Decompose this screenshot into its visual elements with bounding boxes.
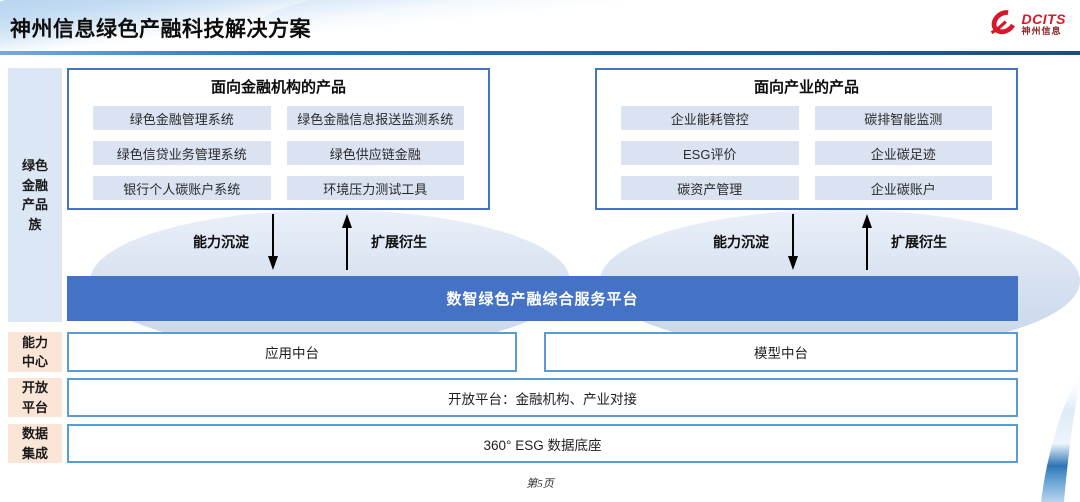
open-platform-box: 开放平台：金融机构、产业对接 [67,378,1018,417]
down-arrow-icon [268,214,278,270]
dcits-swoosh-icon [990,10,1015,35]
model-middle-platform-box: 模型中台 [544,332,1018,372]
up-arrow-icon [342,214,352,270]
product-grid: 企业能耗管控 碳排智能监测 ESG评价 企业碳足迹 碳资产管理 企业碳账户 [597,97,1016,200]
product-box-industry: 面向产业的产品 企业能耗管控 碳排智能监测 ESG评价 企业碳足迹 碳资产管理 … [595,68,1018,210]
product-item: 碳资产管理 [621,176,799,200]
product-item: 银行个人碳账户系统 [93,176,271,200]
product-item: 绿色金融信息报送监测系统 [286,106,464,130]
app-middle-platform-box: 应用中台 [67,332,517,372]
product-item: 绿色金融管理系统 [93,106,271,130]
product-box-financial: 面向金融机构的产品 绿色金融管理系统 绿色金融信息报送监测系统 绿色信贷业务管理… [67,68,490,210]
product-item: 绿色供应链金融 [286,141,464,165]
product-item: 企业碳账户 [814,176,992,200]
sidebar-label-capability-center: 能力 中心 [8,332,62,372]
down-arrow-icon [788,214,798,270]
product-item: 企业能耗管控 [621,106,799,130]
product-box-title: 面向金融机构的产品 [210,79,346,96]
sidebar-label-data-integration: 数据 集成 [8,424,62,463]
product-box-title: 面向产业的产品 [753,79,859,96]
product-item: 环境压力测试工具 [286,176,464,200]
arrow-group-left: 能力沉淀 扩展衍生 [165,212,455,272]
sidebar-label-product-family: 绿色 金融 产品 族 [8,68,62,322]
header-divider [0,51,1080,55]
page-title: 神州信息绿色产融科技解决方案 [10,18,311,41]
sidebar-label-open-platform: 开放 平台 [8,378,62,417]
arrow-label-expansion: 扩展衍生 [891,234,947,250]
arrow-label-capability: 能力沉淀 [193,234,249,250]
platform-bar: 数智绿色产融综合服务平台 [67,276,1018,321]
bottom-right-swoosh-decoration [1041,372,1080,502]
arrow-group-right: 能力沉淀 扩展衍生 [685,212,975,272]
page-number: 第5页 [526,478,554,490]
product-item: 碳排智能监测 [814,106,992,130]
product-grid: 绿色金融管理系统 绿色金融信息报送监测系统 绿色信贷业务管理系统 绿色供应链金融… [69,97,488,200]
dcits-logo: DCITS 神州信息 [985,9,1067,39]
up-arrow-icon [862,214,872,270]
logo-brand-text: DCITS [1021,10,1066,27]
arrow-label-expansion: 扩展衍生 [371,234,427,250]
logo-brand-cn-text: 神州信息 [1021,25,1062,36]
arrow-label-capability: 能力沉淀 [713,234,769,250]
product-item: 绿色信贷业务管理系统 [93,141,271,165]
product-item: ESG评价 [621,141,799,165]
esg-data-base-box: 360° ESG 数据底座 [67,424,1018,463]
product-item: 企业碳足迹 [814,141,992,165]
header-swoosh-decoration [258,0,742,49]
